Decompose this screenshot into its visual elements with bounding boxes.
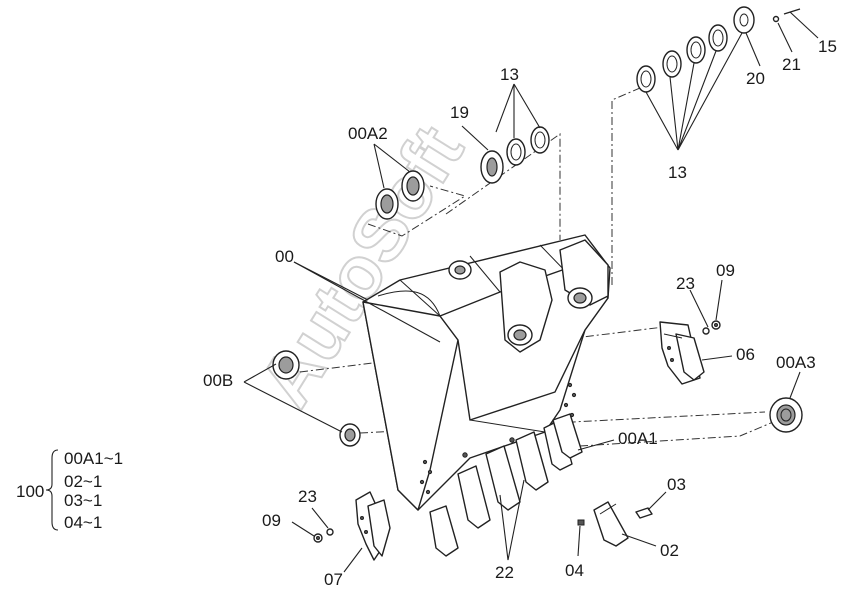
bucket-teeth <box>429 413 583 557</box>
label-09-right: 09 <box>716 261 735 280</box>
label-07: 07 <box>324 570 343 589</box>
label-00A1: 00A1 <box>618 429 658 448</box>
kit-item-2: 02~1 <box>64 472 102 491</box>
label-22: 22 <box>495 563 514 582</box>
label-00: 00 <box>275 247 294 266</box>
kit-number: 100 <box>16 482 44 501</box>
label-23-left: 23 <box>298 487 317 506</box>
bucket-body <box>362 234 611 511</box>
label-13-right: 13 <box>668 163 687 182</box>
label-15: 15 <box>818 37 837 56</box>
kit-item-1: 00A1~1 <box>64 449 123 468</box>
bushings <box>272 6 803 447</box>
loose-tooth-assembly <box>577 501 653 547</box>
bolts-washers <box>313 320 721 543</box>
kit-group-100: 100 00A1~1 02~1 03~1 04~1 <box>16 449 123 532</box>
label-00A3: 00A3 <box>776 353 816 372</box>
side-cutter-06 <box>659 321 705 385</box>
kit-item-3: 03~1 <box>64 491 102 510</box>
label-02: 02 <box>660 541 679 560</box>
label-00A2: 00A2 <box>348 124 388 143</box>
part-labels: 15 21 20 13 13 19 00A2 00 23 09 06 00A3 … <box>203 37 837 589</box>
side-plate-07 <box>355 491 391 561</box>
label-00B: 00B <box>203 371 233 390</box>
label-23-right: 23 <box>676 274 695 293</box>
label-19: 19 <box>450 103 469 122</box>
label-03: 03 <box>667 475 686 494</box>
label-09-left: 09 <box>262 511 281 530</box>
leader-lines <box>243 11 819 573</box>
kit-item-4: 04~1 <box>64 513 102 532</box>
label-13-upper: 13 <box>500 65 519 84</box>
label-20: 20 <box>746 69 765 88</box>
label-04: 04 <box>565 561 584 580</box>
label-21: 21 <box>782 55 801 74</box>
label-06: 06 <box>736 345 755 364</box>
